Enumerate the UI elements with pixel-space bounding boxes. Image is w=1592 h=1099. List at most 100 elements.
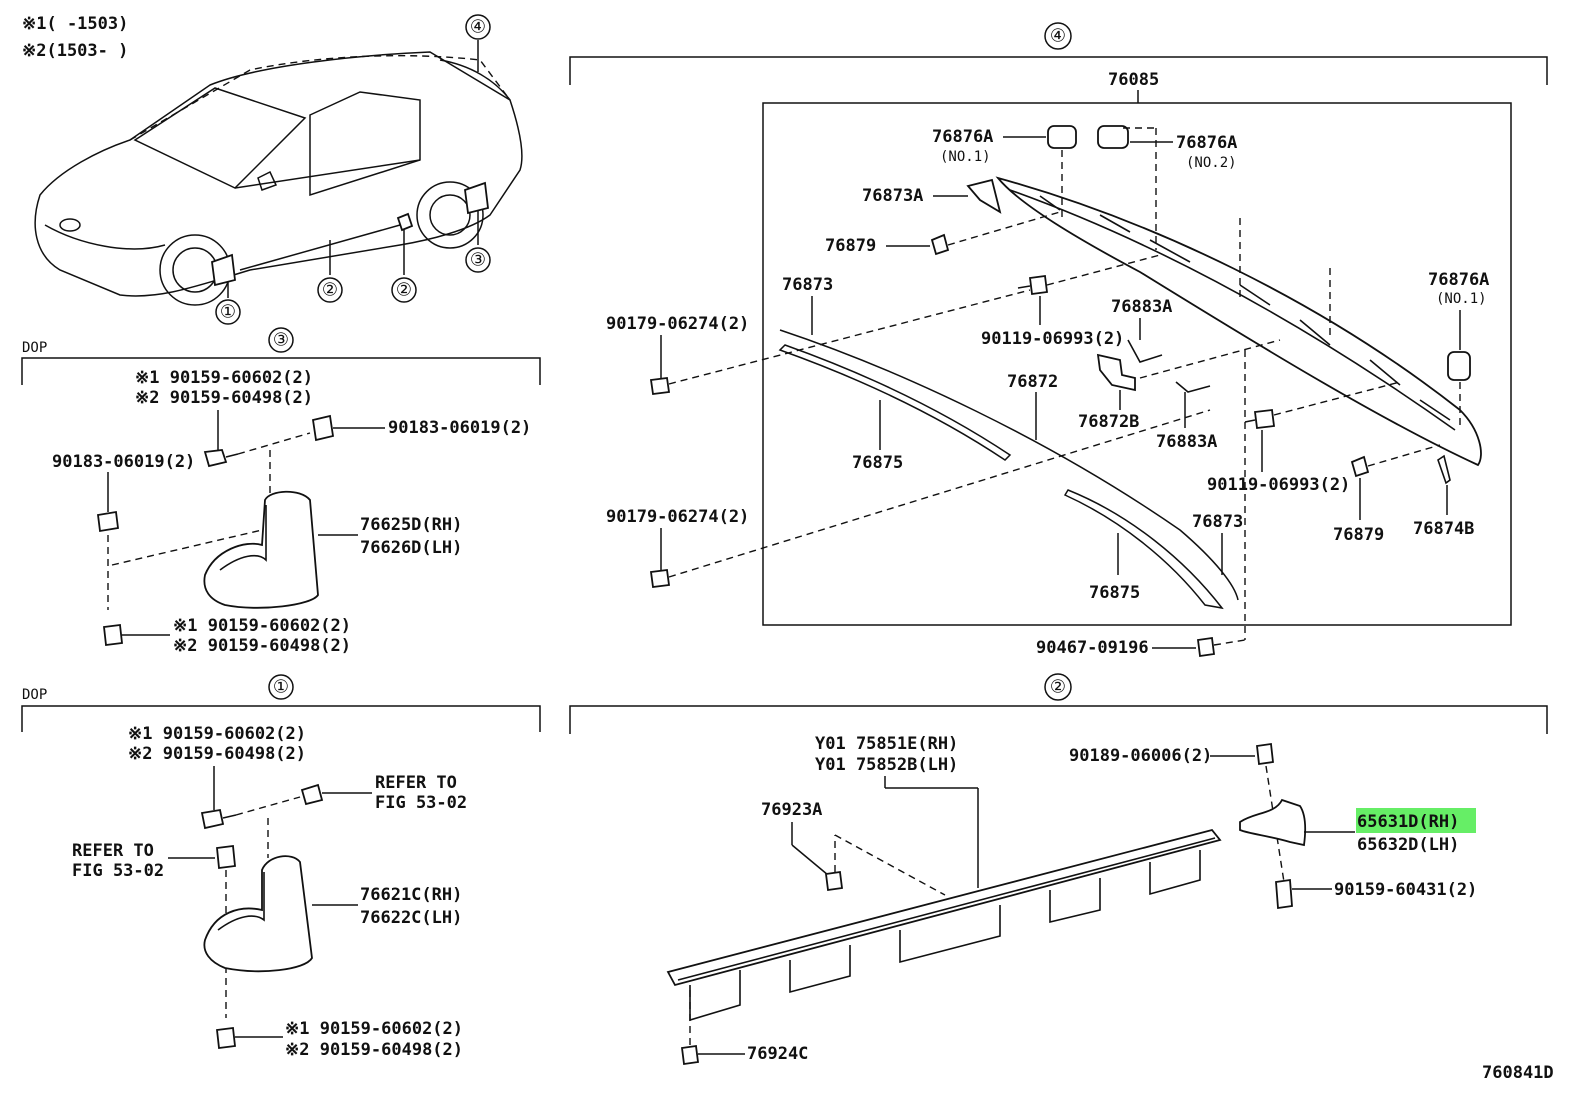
s4-c1-icon xyxy=(930,233,950,256)
s4-j1: 76874B xyxy=(1413,519,1474,539)
s4-g2: 76883A xyxy=(1156,432,1217,452)
s4-assembly-label: 76085 xyxy=(1108,70,1159,90)
s4-b1: 76873A xyxy=(862,186,923,206)
s1-mudguard-rh: 76621C(RH) xyxy=(360,885,462,905)
s3-mudguard-lh: 76626D(LH) xyxy=(360,538,462,558)
s2-moulding-rh: Y01 75851E(RH) xyxy=(815,734,958,754)
s4-e1-icon xyxy=(649,376,671,396)
s4-d1: 76873 xyxy=(782,275,833,295)
s1-refer-right-2: FIG 53-02 xyxy=(375,793,467,813)
s4-a3: 76876A xyxy=(1428,270,1489,290)
s2-bracket-icon xyxy=(1239,798,1307,847)
s3-mudguard-icon xyxy=(203,490,319,609)
section-3-dop: DOP xyxy=(22,340,47,356)
s1-mudguard-lh: 76622C(LH) xyxy=(360,908,462,928)
section-1-circle: ① xyxy=(273,677,289,698)
s2-bracket-rh: 65631D(RH) xyxy=(1357,812,1459,832)
s3-top-bolt-icon xyxy=(203,449,228,468)
s2-clip-a: 76923A xyxy=(761,800,822,820)
s2-top-clip: 90189-06006(2) xyxy=(1069,746,1212,766)
figure-code: 760841D xyxy=(1482,1063,1554,1083)
callout-3: ③ xyxy=(470,250,486,271)
s2-clip-a-icon xyxy=(824,870,844,892)
s2-bracket-lh: 65632D(LH) xyxy=(1357,835,1459,855)
s3-bottom-bolt-2: ※2 90159-60498(2) xyxy=(173,636,351,656)
section-4: ④ 76085 76876A (NO.1) 76876A (NO.2) 7687… xyxy=(569,22,1548,658)
s4-f2-icon xyxy=(1253,409,1276,429)
s3-mudguard-rh: 76625D(RH) xyxy=(360,515,462,535)
s4-d2: 76873 xyxy=(1192,512,1243,532)
s4-f1-icon xyxy=(1028,274,1049,296)
s4-c2-icon xyxy=(1350,455,1370,478)
s2-clip-b: 76924C xyxy=(747,1044,808,1064)
callout-2a: ② xyxy=(322,280,338,301)
s4-j1-icon xyxy=(1437,454,1451,485)
s4-k1: 90467-09196 xyxy=(1036,638,1149,658)
section-2-circle: ② xyxy=(1050,677,1066,698)
s1-bottom-bolt-2: ※2 90159-60498(2) xyxy=(285,1040,463,1060)
s1-refer-left-icon xyxy=(216,844,236,870)
s1-top-bolt-2: ※2 90159-60498(2) xyxy=(128,744,306,764)
s4-i2: 76875 xyxy=(1089,583,1140,603)
s2-clip-b-icon xyxy=(680,1044,700,1066)
car-callouts: ④ ② ② ③ ① xyxy=(215,14,491,325)
s4-c1: 76879 xyxy=(825,236,876,256)
s3-top-bolt-2: ※2 90159-60498(2) xyxy=(135,388,313,408)
s4-a1-icon xyxy=(1047,125,1077,149)
s4-f2: 90119-06993(2) xyxy=(1207,475,1350,495)
section-3-circle: ③ xyxy=(273,330,289,351)
s1-top-bolt-icon xyxy=(200,808,225,830)
s3-clip-left-label: 90183-06019(2) xyxy=(52,452,195,472)
s2-screw: 90159-60431(2) xyxy=(1334,880,1477,900)
s1-refer-right-1: REFER TO xyxy=(375,773,457,793)
section-4-circle: ④ xyxy=(1050,26,1066,47)
s4-e2-icon xyxy=(649,568,671,589)
s4-g1: 76883A xyxy=(1111,297,1172,317)
s4-b1-icon xyxy=(966,178,1002,214)
s2-moulding-icon xyxy=(666,828,1222,987)
s4-spoiler-icon xyxy=(995,176,1482,467)
s3-top-bolt-1: ※1 90159-60602(2) xyxy=(135,368,313,388)
s3-clip-right-icon xyxy=(311,414,335,442)
s4-a3s: (NO.1) xyxy=(1436,291,1487,307)
s4-e1: 90179-06274(2) xyxy=(606,314,749,334)
s4-a1s: (NO.1) xyxy=(940,149,991,165)
s4-a2s: (NO.2) xyxy=(1186,155,1237,171)
car-illustration xyxy=(34,40,523,306)
note-2: ※2(1503- ) xyxy=(22,41,128,61)
s2-top-clip-icon xyxy=(1256,742,1274,766)
s2-bracket-rh-highlight xyxy=(1356,808,1476,833)
s4-a1: 76876A xyxy=(932,127,993,147)
s4-a3-icon xyxy=(1447,351,1471,381)
s1-bottom-bolt-1: ※1 90159-60602(2) xyxy=(285,1019,463,1039)
s1-mudguard-icon xyxy=(203,855,313,973)
s4-f1: 90119-06993(2) xyxy=(981,329,1124,349)
s4-i2-strip xyxy=(1063,489,1224,610)
section-2: ② Y01 75851E(RH) Y01 75852B(LH) 76923A 7… xyxy=(569,673,1548,1066)
s4-h2-icon xyxy=(1096,353,1136,392)
s4-h1: 76872 xyxy=(1007,372,1058,392)
s2-moulding-lh: Y01 75852B(LH) xyxy=(815,755,958,775)
s4-a2-icon xyxy=(1097,125,1129,149)
s2-screw-icon xyxy=(1275,878,1293,910)
s3-clip-left-icon xyxy=(96,510,120,533)
s1-refer-left-1: REFER TO xyxy=(72,841,154,861)
section-1: ① DOP ※1 90159-60602(2) ※2 90159-60498(2… xyxy=(21,674,541,1060)
s1-refer-left-2: FIG 53-02 xyxy=(72,861,164,881)
s4-e2: 90179-06274(2) xyxy=(606,507,749,527)
s4-i1-strip xyxy=(778,344,1012,461)
note-1: ※1( -1503) xyxy=(22,14,128,34)
s3-bottom-bolt-1: ※1 90159-60602(2) xyxy=(173,616,351,636)
section-1-dop: DOP xyxy=(22,687,47,703)
s4-assembly-box xyxy=(762,102,1512,626)
section-3: ③ DOP ※1 90159-60602(2) ※2 90159-60498(2… xyxy=(21,327,541,656)
s4-c2: 76879 xyxy=(1333,525,1384,545)
s4-i1: 76875 xyxy=(852,453,903,473)
callout-4: ④ xyxy=(470,17,486,38)
callout-2b: ② xyxy=(396,280,412,301)
s1-top-bolt-1: ※1 90159-60602(2) xyxy=(128,724,306,744)
s1-bottom-bolt-icon xyxy=(216,1026,236,1050)
s4-a2: 76876A xyxy=(1176,133,1237,153)
s3-bottom-bolt-icon xyxy=(103,623,123,647)
